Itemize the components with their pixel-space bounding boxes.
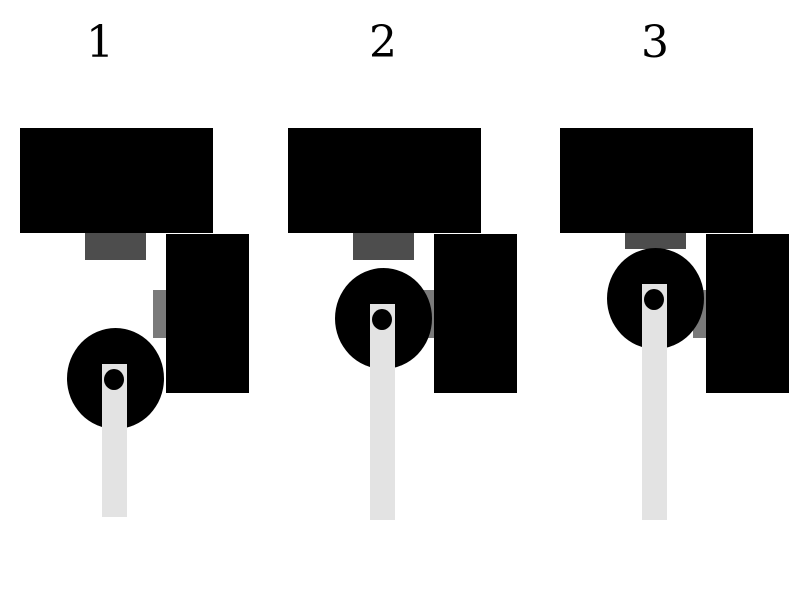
arm (370, 304, 395, 520)
panel-2: 2 (268, 0, 538, 600)
top-block (20, 128, 213, 233)
side-pad (153, 290, 166, 338)
side-block (166, 234, 249, 393)
arm (642, 284, 667, 520)
top-block (288, 128, 481, 233)
top-pad (85, 233, 146, 260)
top-pad (625, 233, 686, 249)
side-block (706, 234, 789, 393)
panel-label: 2 (369, 17, 397, 68)
top-pad (353, 233, 414, 260)
top-block (560, 128, 753, 233)
side-block (434, 234, 517, 393)
panel-label: 1 (86, 17, 114, 68)
pivot-pin (644, 289, 664, 310)
pivot-pin (104, 369, 124, 390)
pivot-pin (372, 309, 392, 330)
panel-1: 1 (0, 0, 270, 600)
panel-label: 3 (641, 17, 669, 68)
panel-3: 3 (540, 0, 800, 600)
